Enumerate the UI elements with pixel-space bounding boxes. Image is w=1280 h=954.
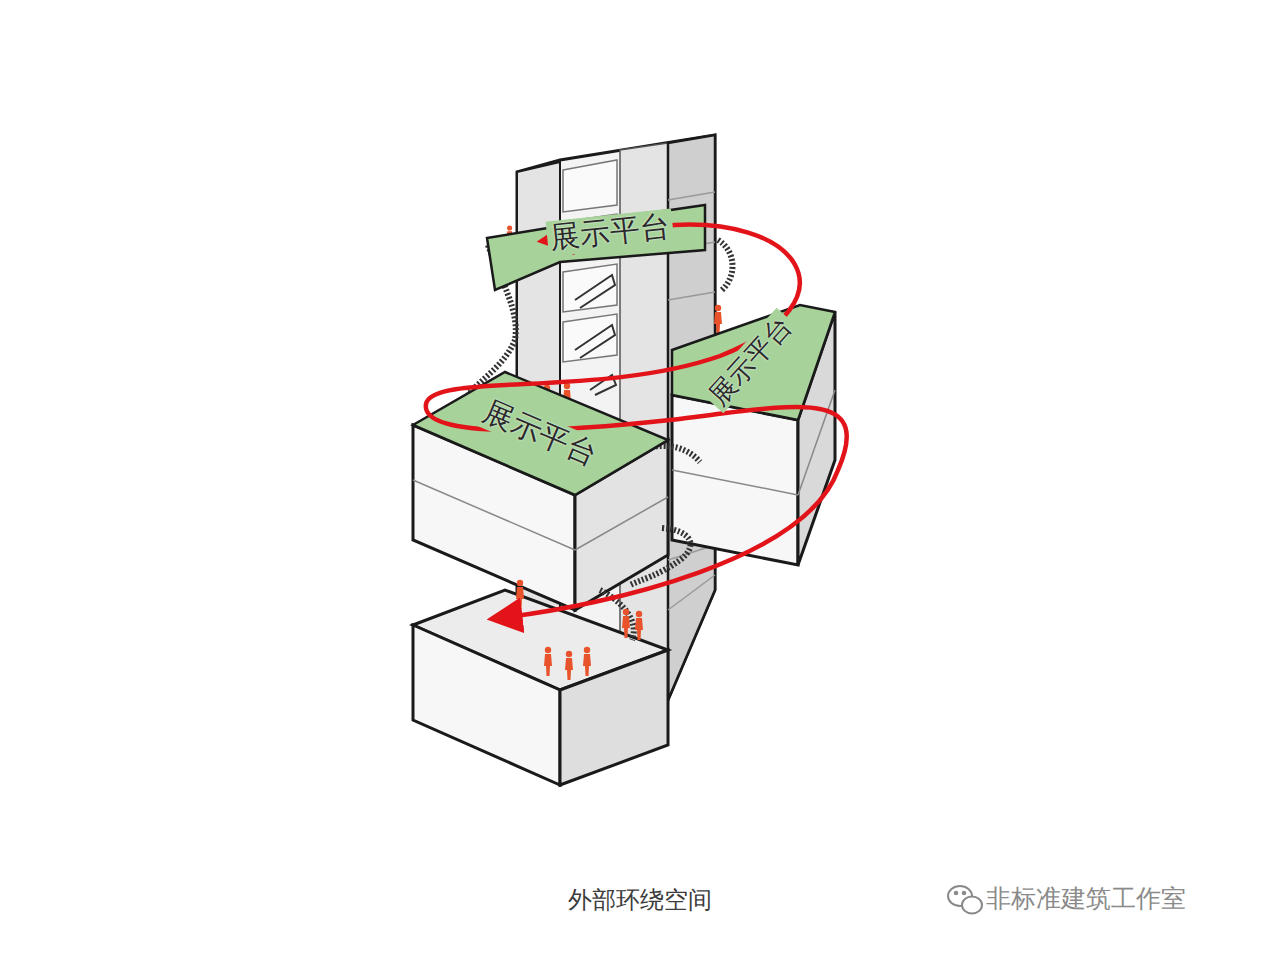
figure-caption: 外部环绕空间: [440, 884, 840, 916]
display-platform: 展示平台: [410, 368, 670, 498]
platform-outline: [487, 205, 705, 290]
watermark: 非标准建筑工作室: [986, 882, 1186, 915]
display-platform: 展示平台: [487, 200, 717, 295]
display-platform: 展示平台: [668, 298, 838, 423]
